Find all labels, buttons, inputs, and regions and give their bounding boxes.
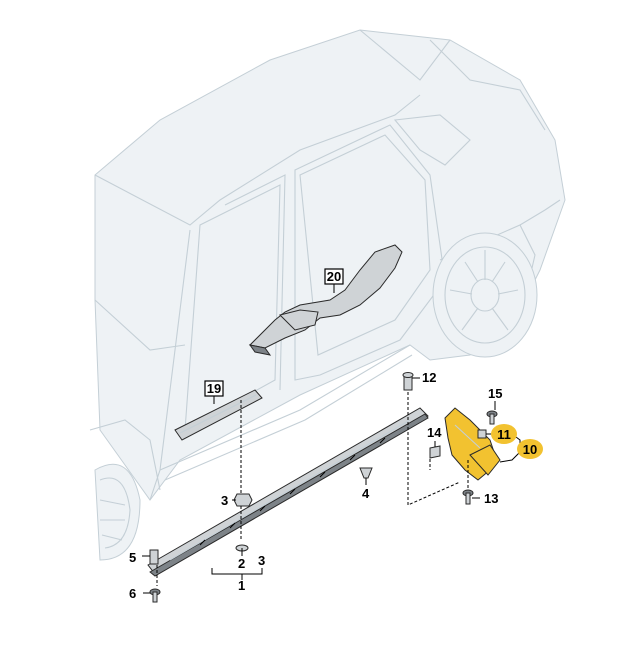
callout-13: 13 bbox=[484, 491, 498, 506]
callout-20: 20 bbox=[324, 268, 344, 285]
callout-1-label: 1 bbox=[238, 578, 245, 593]
callout-20-label: 20 bbox=[327, 269, 341, 284]
part-20-trim-panel bbox=[248, 244, 403, 356]
callout-2-label: 2 bbox=[238, 556, 245, 571]
callout-14: 14 bbox=[427, 425, 442, 440]
callout-15-label: 15 bbox=[488, 386, 502, 401]
callout-19-label: 19 bbox=[207, 381, 221, 396]
part-1-sill-rail bbox=[147, 407, 429, 577]
callout-10: 10 bbox=[517, 439, 543, 459]
callout-13-label: 13 bbox=[484, 491, 498, 506]
part-10-liner-highlight bbox=[444, 407, 501, 481]
callout-1: 1 bbox=[238, 578, 245, 593]
callout-6-label: 6 bbox=[129, 586, 136, 601]
callout-14-label: 14 bbox=[427, 425, 442, 440]
callout-19: 19 bbox=[204, 380, 224, 397]
car-body-outline bbox=[89, 29, 566, 561]
callout-4-label: 4 bbox=[362, 486, 370, 501]
callout-3: 3 bbox=[221, 493, 228, 508]
callout-6: 6 bbox=[129, 586, 136, 601]
callout-12-label: 12 bbox=[422, 370, 436, 385]
callout-12: 12 bbox=[422, 370, 436, 385]
callout-3-label: 3 bbox=[221, 493, 228, 508]
fasteners bbox=[149, 372, 498, 603]
callout-3-bracket: 3 bbox=[258, 553, 265, 568]
callout-11-label: 11 bbox=[497, 427, 511, 442]
callout-3-bracket-label: 3 bbox=[258, 553, 265, 568]
callout-15: 15 bbox=[488, 386, 502, 401]
callout-5: 5 bbox=[129, 550, 136, 565]
callout-4: 4 bbox=[362, 486, 370, 501]
callout-2: 2 bbox=[238, 556, 245, 571]
callout-10-label: 10 bbox=[523, 442, 537, 457]
part-19-scuff-plate bbox=[174, 389, 263, 441]
callout-11: 11 bbox=[491, 424, 517, 444]
callout-5-label: 5 bbox=[129, 550, 136, 565]
